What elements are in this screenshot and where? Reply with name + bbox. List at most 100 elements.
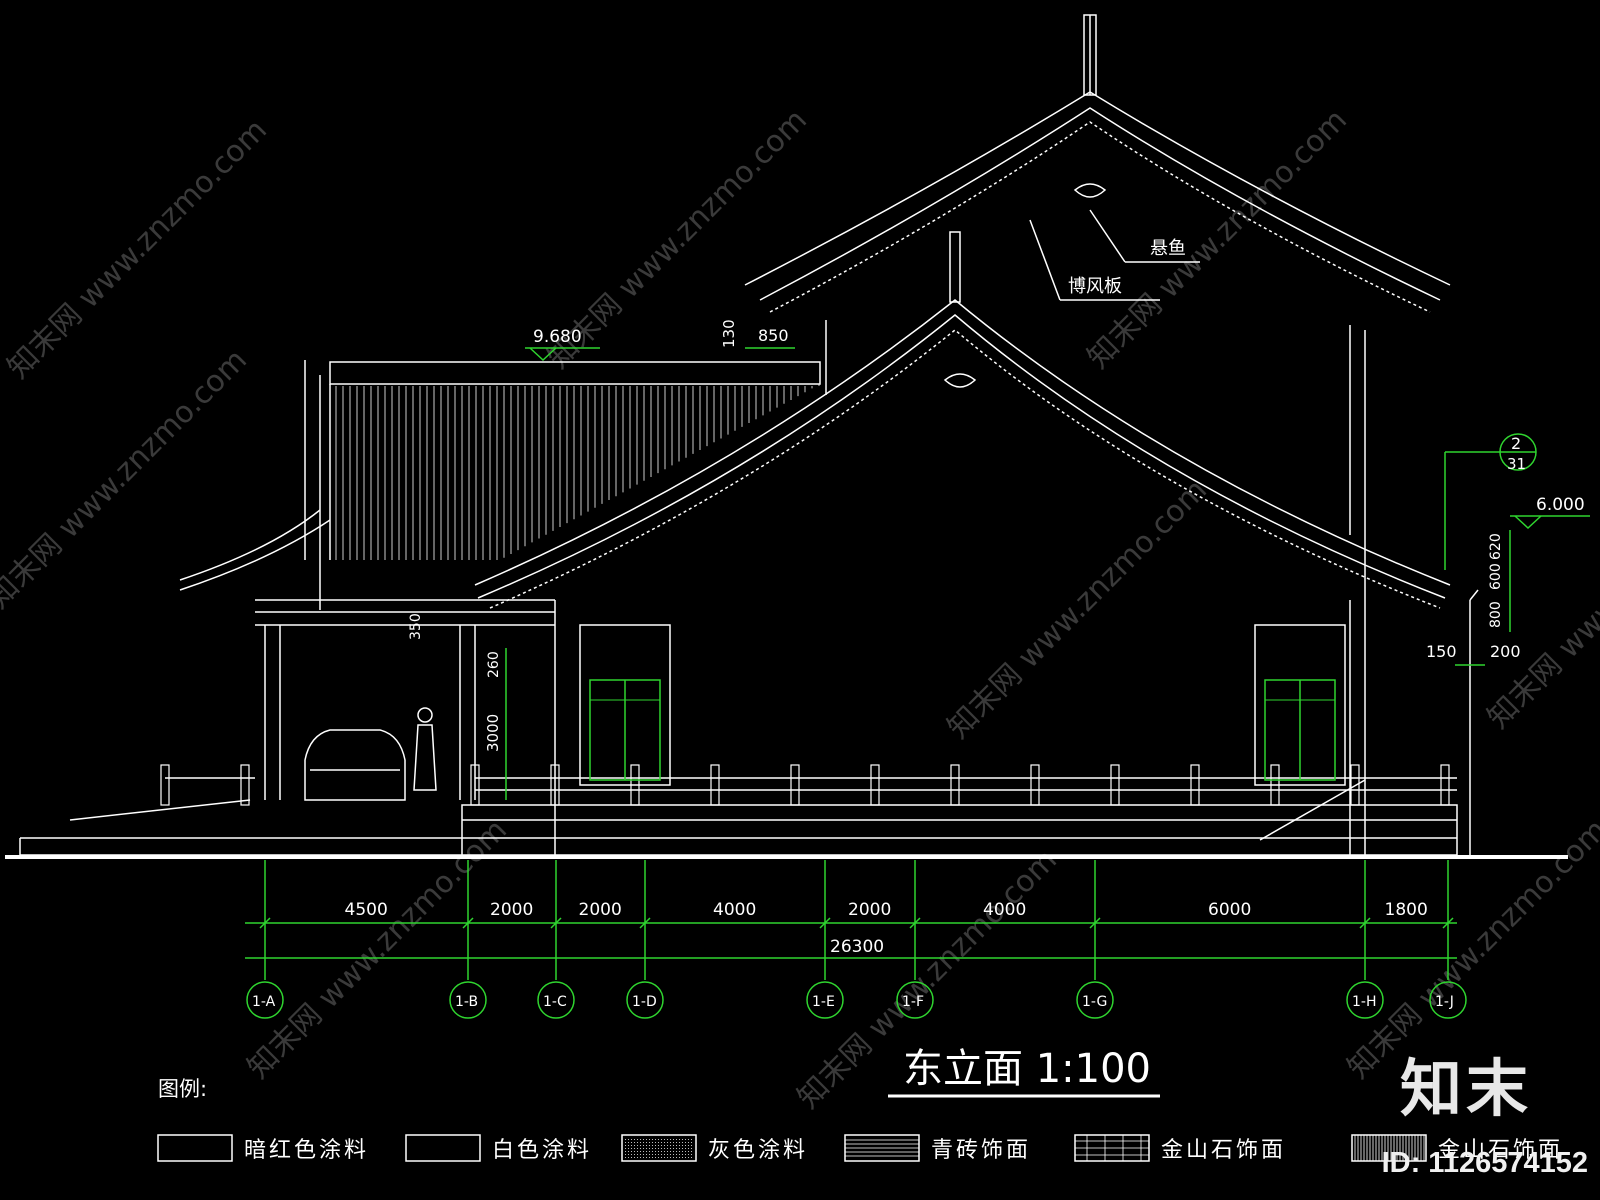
dim-tick [639,917,651,929]
balustrade-post [1350,764,1360,806]
dimension-label: 4000 [983,900,1026,920]
axis-bubble [537,981,575,1019]
legend-label: 白色涂料 [492,1138,592,1163]
image-id: ID: 1126574152 [1381,1147,1588,1179]
label-xuanyu: 悬鱼 [1150,238,1186,259]
legend-label: 金山石饰面 [1438,1138,1563,1163]
dimension-label: 4500 [345,900,388,920]
main-hall [474,14,1479,855]
axis-label: 1-D [632,994,657,1010]
legend-item: 金山石饰面 [1074,1134,1286,1163]
balustrade-post [470,764,480,806]
watermark: 知末网 www.znzmo.com [1,113,274,386]
dim-tick [819,917,831,929]
dimension-label: 2000 [848,900,891,920]
dimension-label: 4000 [713,900,756,920]
axis-bubble [896,981,934,1019]
total-dimension: 26300 [830,937,884,957]
side-wing [179,360,821,801]
axis-bubble [1346,981,1384,1019]
axis-label: 1-A [252,994,276,1010]
axis-bubble [626,981,664,1019]
dimension-chain: 26300 4500 2000 2000 4000 2000 4000 6000 1800 [245,860,1457,980]
dimension-label: 2000 [490,900,533,920]
axis-bubble [1429,981,1467,1019]
drawing-title: 东立面 1:100 [903,1046,1151,1092]
wing-roof-tiles [335,384,820,560]
balustrade-post [1440,764,1450,806]
legend-swatch [157,1134,233,1162]
dim-260: 260 [486,651,502,678]
legend-label: 青砖饰面 [931,1138,1031,1163]
podium [19,777,1458,856]
dim-200: 200 [1490,642,1521,661]
dim-tick [462,917,474,929]
watermark: 知末网 www.znzmo.com [241,813,514,1086]
watermark: 知末网 www.znzmo.com [0,343,254,616]
balustrade-post [1190,764,1200,806]
watermark: 知末网 www.znzmo.com [941,473,1214,746]
balustrade-post [550,764,560,806]
legend-swatch [621,1134,697,1162]
legend-item: 白色涂料 [405,1134,592,1163]
label-bofengban: 博风板 [1068,276,1122,297]
elevation-9680: 9.680 [533,327,582,347]
legend-title: 图例: [158,1077,207,1101]
dimension-label: 2000 [579,900,622,920]
balustrade-post [1030,764,1040,806]
legend-label: 金山石饰面 [1161,1138,1286,1163]
dim-600: 600 [1488,563,1504,590]
balustrade-post [790,764,800,806]
balustrade-post [240,764,250,806]
dim-tick [1089,917,1101,929]
legend-item: 金山石饰面 [1351,1134,1563,1163]
dim-3000: 3000 [484,714,502,752]
dim-tick [1442,917,1454,929]
axis-bubble [246,981,284,1019]
dim-850: 850 [758,326,789,345]
window-right [1254,624,1346,786]
legend: 暗红色涂料 白色涂料 灰色涂料 青砖饰面 金山石饰面 金山石饰面 [157,1134,1563,1163]
balustrade-post [710,764,720,806]
axis-label: 1-B [455,994,478,1010]
balustrade-post [950,764,960,806]
legend-item: 青砖饰面 [844,1134,1031,1163]
axis-label: 1-C [543,994,567,1010]
axis-bubble [1076,981,1114,1019]
dim-130: 130 [720,319,738,348]
detail-sheet: 31 [1507,455,1526,473]
window-left [579,624,671,786]
dim-620: 620 [1488,533,1504,560]
dim-tick [550,917,562,929]
dim-tick [909,917,921,929]
brand-logo: 知末 [1399,1052,1532,1125]
axis-label: 1-J [1435,994,1454,1010]
balustrade-post [1110,764,1120,806]
legend-item: 暗红色涂料 [157,1134,366,1163]
dimension-label: 6000 [1208,900,1251,920]
dimension-label: 1800 [1385,900,1428,920]
dim-tick [1359,917,1371,929]
axis-label: 1-H [1352,994,1377,1010]
dim-tick [259,917,271,929]
balustrade-post [870,764,880,806]
legend-item: 灰色涂料 [621,1134,808,1163]
elevation-6000: 6.000 [1536,495,1585,515]
dim-350: 350 [408,613,424,640]
axis-bubble [449,981,487,1019]
axis-label: 1-F [902,994,924,1010]
detail-number: 2 [1511,434,1521,453]
axis-label: 1-E [812,994,835,1010]
balustrade-post [160,764,170,806]
dim-150: 150 [1426,642,1457,661]
legend-swatch [405,1134,481,1162]
axis-bubble [806,981,844,1019]
watermark-layer: 知末网 www.znzmo.com 知末网 www.znzmo.com 知末网 … [0,103,1600,1116]
legend-label: 灰色涂料 [708,1138,808,1163]
annotations: 悬鱼 博风板 9.680 6.000 130 850 350 260 3000 … [408,238,1590,800]
axis-bubbles: 1-A 1-B 1-C 1-D 1-E 1-F 1-G 1-H 1-J [246,981,1467,1019]
axis-label: 1-G [1082,994,1107,1010]
legend-swatch [1351,1134,1427,1162]
dim-800: 800 [1488,601,1504,628]
